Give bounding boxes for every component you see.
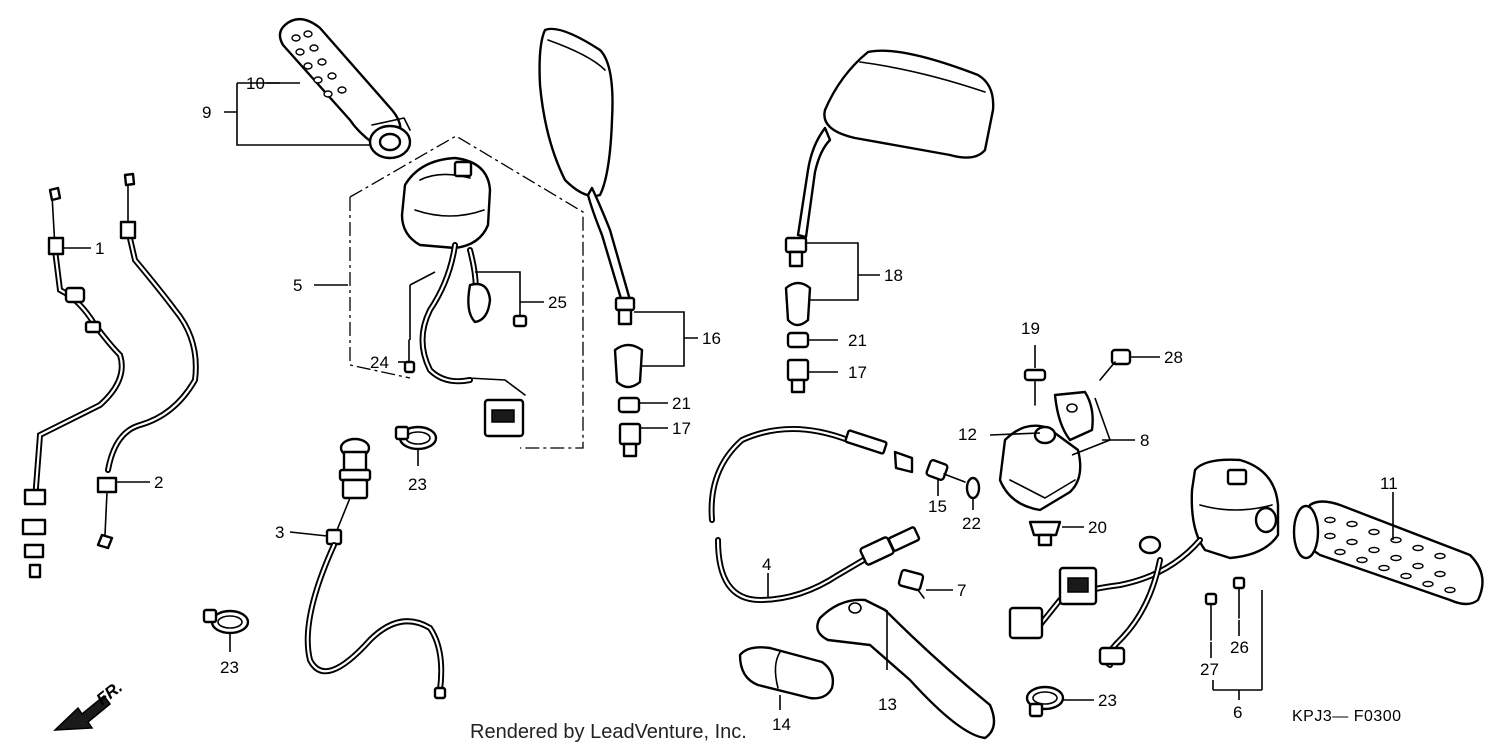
- callout-22[interactable]: 22: [962, 514, 981, 533]
- mirror-boot-18[interactable]: [784, 281, 812, 327]
- callout-1[interactable]: 1: [95, 239, 104, 258]
- callout-17a[interactable]: 17: [672, 419, 691, 438]
- leader-lines: [63, 82, 1394, 710]
- watermark-text: Rendered by LeadVenture, Inc.: [470, 721, 747, 743]
- callout-21a[interactable]: 21: [672, 394, 691, 413]
- choke-cable-3[interactable]: [304, 437, 447, 700]
- switch-assembly-outline: [349, 135, 584, 449]
- clamp-23-left[interactable]: [202, 608, 250, 635]
- clutch-lever-13[interactable]: [816, 598, 996, 740]
- throttle-cable-1[interactable]: [21, 186, 125, 579]
- nut-21-right[interactable]: [786, 331, 810, 349]
- callout-27[interactable]: 27: [1200, 660, 1219, 679]
- callout-2[interactable]: 2: [154, 473, 163, 492]
- callout-11[interactable]: 11: [1380, 474, 1398, 493]
- callout-21b[interactable]: 21: [848, 331, 867, 350]
- callout-19[interactable]: 19: [1021, 319, 1040, 338]
- adapter-17-right[interactable]: [786, 358, 810, 394]
- callout-3[interactable]: 3: [275, 523, 284, 542]
- callout-24[interactable]: 24: [370, 353, 389, 372]
- clutch-cable-4[interactable]: [708, 426, 921, 604]
- mirror-boot-16[interactable]: [613, 343, 644, 389]
- callout-23a[interactable]: 23: [408, 475, 427, 494]
- adapter-17-left[interactable]: [618, 422, 642, 458]
- callout-8[interactable]: 8: [1140, 431, 1149, 450]
- clamp-23-top[interactable]: [394, 425, 438, 451]
- callout-4[interactable]: 4: [762, 555, 771, 574]
- left-handlebar-switch[interactable]: [400, 156, 526, 438]
- grip-11[interactable]: [1292, 500, 1484, 606]
- callout-5[interactable]: 5: [293, 276, 302, 295]
- callout-7[interactable]: 7: [957, 581, 966, 600]
- throttle-cable-2[interactable]: [96, 172, 199, 550]
- nut-21-left[interactable]: [617, 396, 641, 414]
- washer-22[interactable]: [965, 476, 981, 500]
- callout-14[interactable]: 14: [772, 715, 791, 734]
- diagram-code: KPJ3— F0300: [1292, 708, 1402, 725]
- clamp-23-bottom[interactable]: [1025, 685, 1065, 718]
- callout-28[interactable]: 28: [1164, 348, 1183, 367]
- screw-25[interactable]: [512, 281, 528, 328]
- lever-cover-14[interactable]: [738, 646, 835, 700]
- callout-16[interactable]: 16: [702, 329, 721, 348]
- right-mirror[interactable]: [784, 49, 995, 268]
- screw-15[interactable]: [925, 459, 966, 483]
- direction-arrow-icon: [53, 694, 112, 731]
- callout-23b[interactable]: 23: [220, 658, 239, 677]
- bolt-28[interactable]: [1099, 348, 1132, 381]
- clutch-switch-7[interactable]: [897, 568, 925, 599]
- bolt-20[interactable]: [1028, 520, 1062, 547]
- screw-27[interactable]: [1204, 592, 1218, 641]
- callout-18[interactable]: 18: [884, 266, 903, 285]
- throttle-grip[interactable]: [278, 18, 412, 160]
- callout-23c[interactable]: 23: [1098, 691, 1117, 710]
- callout-10[interactable]: 10: [246, 74, 265, 93]
- callout-12[interactable]: 12: [958, 425, 977, 444]
- screw-19[interactable]: [1023, 368, 1047, 406]
- left-mirror[interactable]: [538, 27, 636, 326]
- screw-24[interactable]: [403, 339, 416, 374]
- right-handlebar-switch[interactable]: [1008, 458, 1280, 668]
- callout-25[interactable]: 25: [548, 293, 567, 312]
- callout-26[interactable]: 26: [1230, 638, 1249, 657]
- callout-13[interactable]: 13: [878, 695, 897, 714]
- callout-15[interactable]: 15: [928, 497, 947, 516]
- callout-20[interactable]: 20: [1088, 518, 1107, 537]
- callout-9[interactable]: 9: [202, 103, 211, 122]
- clutch-lever-bracket[interactable]: [998, 390, 1094, 512]
- screw-26[interactable]: [1232, 576, 1246, 619]
- callout-labels: 1 2 3 4 5 6 7 8 9 10 11 12 13 14 15 16 1…: [95, 74, 1398, 734]
- callout-17b[interactable]: 17: [848, 363, 867, 382]
- callout-6[interactable]: 6: [1233, 703, 1242, 722]
